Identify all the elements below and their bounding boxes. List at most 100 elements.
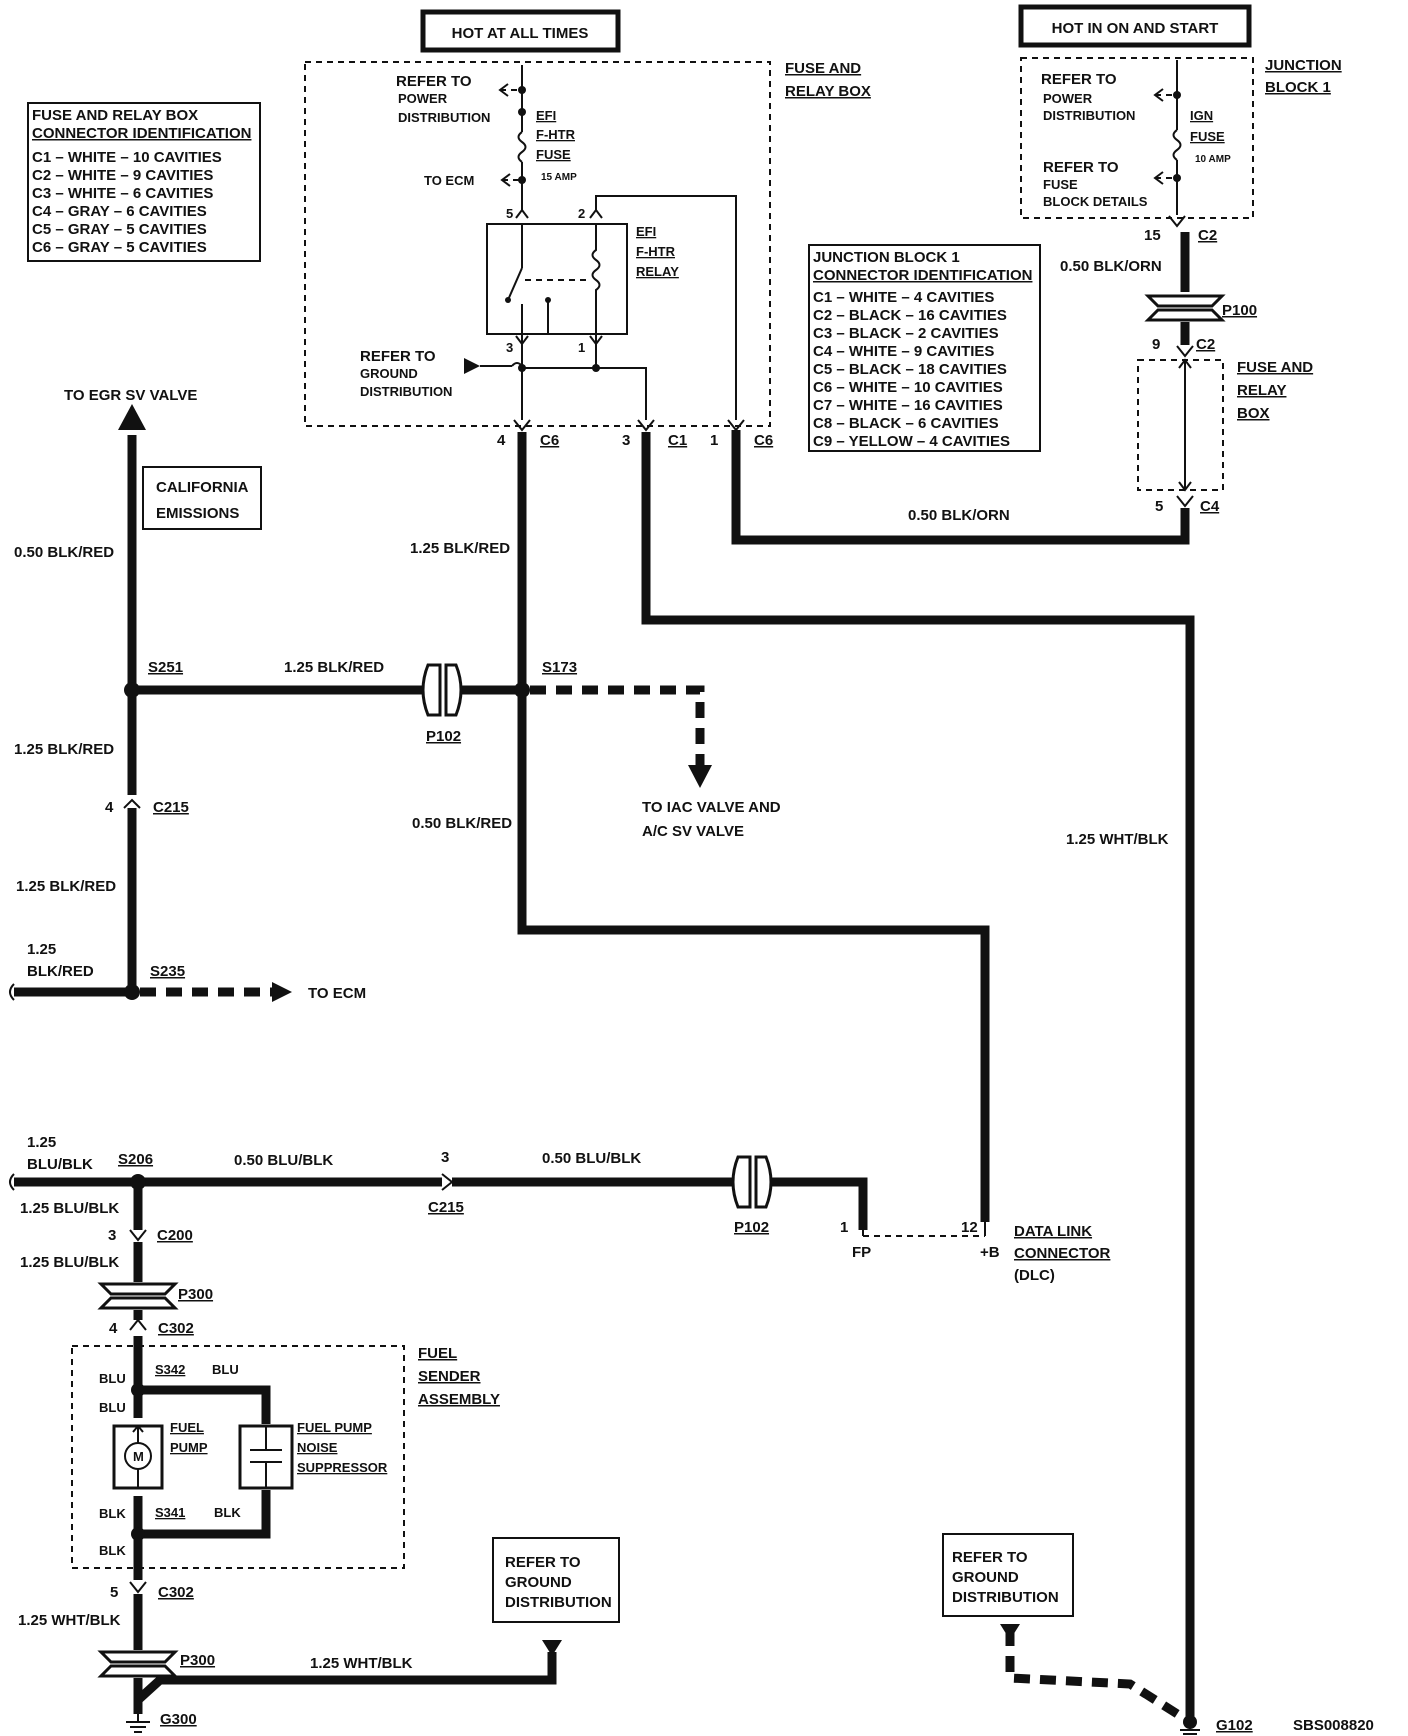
wire-blu-blk-050-b: 0.50 BLU/BLK [542,1150,641,1167]
frb-c2-pin: 9 [1152,336,1160,353]
wire-wht-blk-c: 1.25 WHT/BLK [310,1655,413,1672]
frb-conn-title-1: FUSE AND RELAY BOX [32,107,198,124]
refer-ground-a-3: DISTRIBUTION [505,1594,612,1611]
wire-blu-blk-125-a: 1.25 BLU/BLK [20,1200,119,1217]
wire-blu-2: BLU [212,1362,239,1377]
junction-block-1: JUNCTION BLOCK 1 REFER TO POWER DISTRIBU… [1020,57,1342,244]
wire-blk-3: BLK [99,1543,126,1558]
s341-label: S341 [155,1505,185,1520]
fuel-sender-assembly: FUEL SENDER ASSEMBLY BLU S342 BLU BLU M … [71,1336,500,1580]
wire-blu-3: BLU [99,1400,126,1415]
dest-iac-2: A/C SV VALVE [642,823,744,840]
relay-pin-2: 2 [578,206,585,221]
wire-blk-1: BLK [99,1506,126,1521]
relay-pin-3: 3 [506,340,513,355]
frb-conn-title-2: CONNECTOR IDENTIFICATION [32,125,251,142]
c302b-pin: 5 [110,1584,118,1601]
frb-small-3: BOX [1237,405,1270,422]
frb-conn-row-2: C2 – WHITE – 9 CAVITIES [32,167,213,184]
jb-title-2: BLOCK 1 [1265,79,1331,96]
jb-refer-power-1: REFER TO [1041,71,1117,88]
wire-blk-red-125-b: 1.25 BLK/RED [284,659,384,676]
c6a-pin: 4 [497,432,506,449]
jb-fuse-name-1: IGN [1190,108,1213,123]
wire-blu-blk-125-b: 1.25 BLU/BLK [20,1254,119,1271]
s206-label: S206 [118,1151,153,1168]
hot-at-all-times-text: HOT AT ALL TIMES [452,25,589,42]
refer-power-1: REFER TO [396,73,472,90]
c302a-label: C302 [158,1320,194,1337]
wht-blk-ground-circuit: 1.25 WHT/BLK G102 [641,432,1253,1735]
wire-wht-blk-b: 1.25 WHT/BLK [18,1612,121,1629]
frb-conn-row-6: C6 – GRAY – 5 CAVITIES [32,239,207,256]
p100-label: P100 [1222,302,1257,319]
fuse-rating: 15 AMP [541,172,577,183]
jb-conn-row-2: C2 – BLACK – 16 CAVITIES [813,307,1007,324]
relay-pin-1: 1 [578,340,585,355]
wire-wht-blk-a: 1.25 WHT/BLK [1066,831,1169,848]
wire-blk-red-125-d: 1.25 BLK/RED [16,878,116,895]
suppressor-3: SUPPRESSOR [297,1460,388,1475]
dlc-pin-12: 12 [961,1219,978,1236]
fuse-relay-box-title-2: RELAY BOX [785,83,871,100]
fuse-relay-box-connectors: 4 C6 3 C1 1 C6 [497,419,773,449]
frb-conn-row-3: C3 – WHITE – 6 CAVITIES [32,185,213,202]
hot-at-all-times-label: HOT AT ALL TIMES [420,9,621,53]
jb-conn-row-8: C8 – BLACK – 6 CAVITIES [813,415,999,432]
jb-conn-row-1: C1 – WHITE – 4 CAVITIES [813,289,994,306]
to-ecm-top: TO ECM [424,173,474,188]
c215a-label: C215 [153,799,189,816]
g300-label: G300 [160,1711,197,1728]
refer-ground-b-1: REFER TO [952,1549,1028,1566]
fuel-ground-circuit: 5 C302 1.25 WHT/BLK P300 G300 1.25 WHT/B… [18,1581,562,1733]
c215a-pin: 4 [105,799,114,816]
wire-blu-1: BLU [99,1371,126,1386]
california-emissions-box: CALIFORNIA EMISSIONS [142,466,262,530]
p102b-label: P102 [734,1219,769,1236]
ign-feed-circuit: 0.50 BLK/ORN P100 9 C2 FUSE AND RELAY BO… [731,232,1313,545]
fuse-name-3: FUSE [536,147,571,162]
frb-conn-row-5: C5 – GRAY – 5 CAVITIES [32,221,207,238]
jb-fuse-rating: 10 AMP [1195,154,1231,165]
wire-blu-blk-050-a: 0.50 BLU/BLK [234,1152,333,1169]
jb-refer-fuse-2: FUSE [1043,177,1078,192]
california-1: CALIFORNIA [156,479,249,496]
c215b-label: C215 [428,1199,464,1216]
suppressor-1: FUEL PUMP [297,1420,372,1435]
jb-fuse-name-2: FUSE [1190,129,1225,144]
refer-ground-box-b: REFER TO GROUND DISTRIBUTION [942,1533,1074,1617]
c6b-label: C6 [754,432,773,449]
jb-refer-fuse-1: REFER TO [1043,159,1119,176]
jb-conn-row-4: C4 – WHITE – 9 CAVITIES [813,343,994,360]
jb-conn-row-6: C6 – WHITE – 10 CAVITIES [813,379,1003,396]
fuse-relay-connector-id: FUSE AND RELAY BOX CONNECTOR IDENTIFICAT… [27,102,261,262]
blu-blk-circuit: 1.25 BLU/BLK S206 0.50 BLU/BLK 3 C215 0.… [9,1134,1111,1337]
wire-blk-orn-b: 0.50 BLK/ORN [908,507,1010,524]
g102-label: G102 [1216,1717,1253,1734]
s235-label: S235 [150,963,185,980]
relay-name-2: F-HTR [636,244,676,259]
relay-name-1: EFI [636,224,656,239]
frb-small-1: FUSE AND [1237,359,1313,376]
jb-conn-title-2: CONNECTOR IDENTIFICATION [813,267,1032,284]
hot-in-on-start-text: HOT IN ON AND START [1052,20,1219,37]
wire-blu-blk-split-2: BLU/BLK [27,1156,93,1173]
wire-blu-blk-split-1: 1.25 [27,1134,56,1151]
dest-ecm: TO ECM [308,985,366,1002]
fuel-pump-1: FUEL [170,1420,204,1435]
jb-title-1: JUNCTION [1265,57,1342,74]
fuel-pump-2: PUMP [170,1440,208,1455]
junction-connector-id: JUNCTION BLOCK 1 CONNECTOR IDENTIFICATIO… [808,244,1041,452]
c1-label: C1 [668,432,687,449]
c6a-label: C6 [540,432,559,449]
jb-conn-row-3: C3 – BLACK – 2 CAVITIES [813,325,999,342]
dlc-1: DATA LINK [1014,1223,1092,1240]
c6b-pin: 1 [710,432,718,449]
fuse-relay-box: FUSE AND RELAY BOX REFER TO POWER DISTRI… [304,60,871,427]
jb-refer-power-2: POWER [1043,91,1093,106]
diagram-id: SBS008820 [1293,1717,1374,1734]
dlc-fp: FP [852,1244,871,1261]
wire-blk-red-split-1: 1.25 [27,941,56,958]
c200-pin: 3 [108,1227,116,1244]
relay-name-3: RELAY [636,264,679,279]
